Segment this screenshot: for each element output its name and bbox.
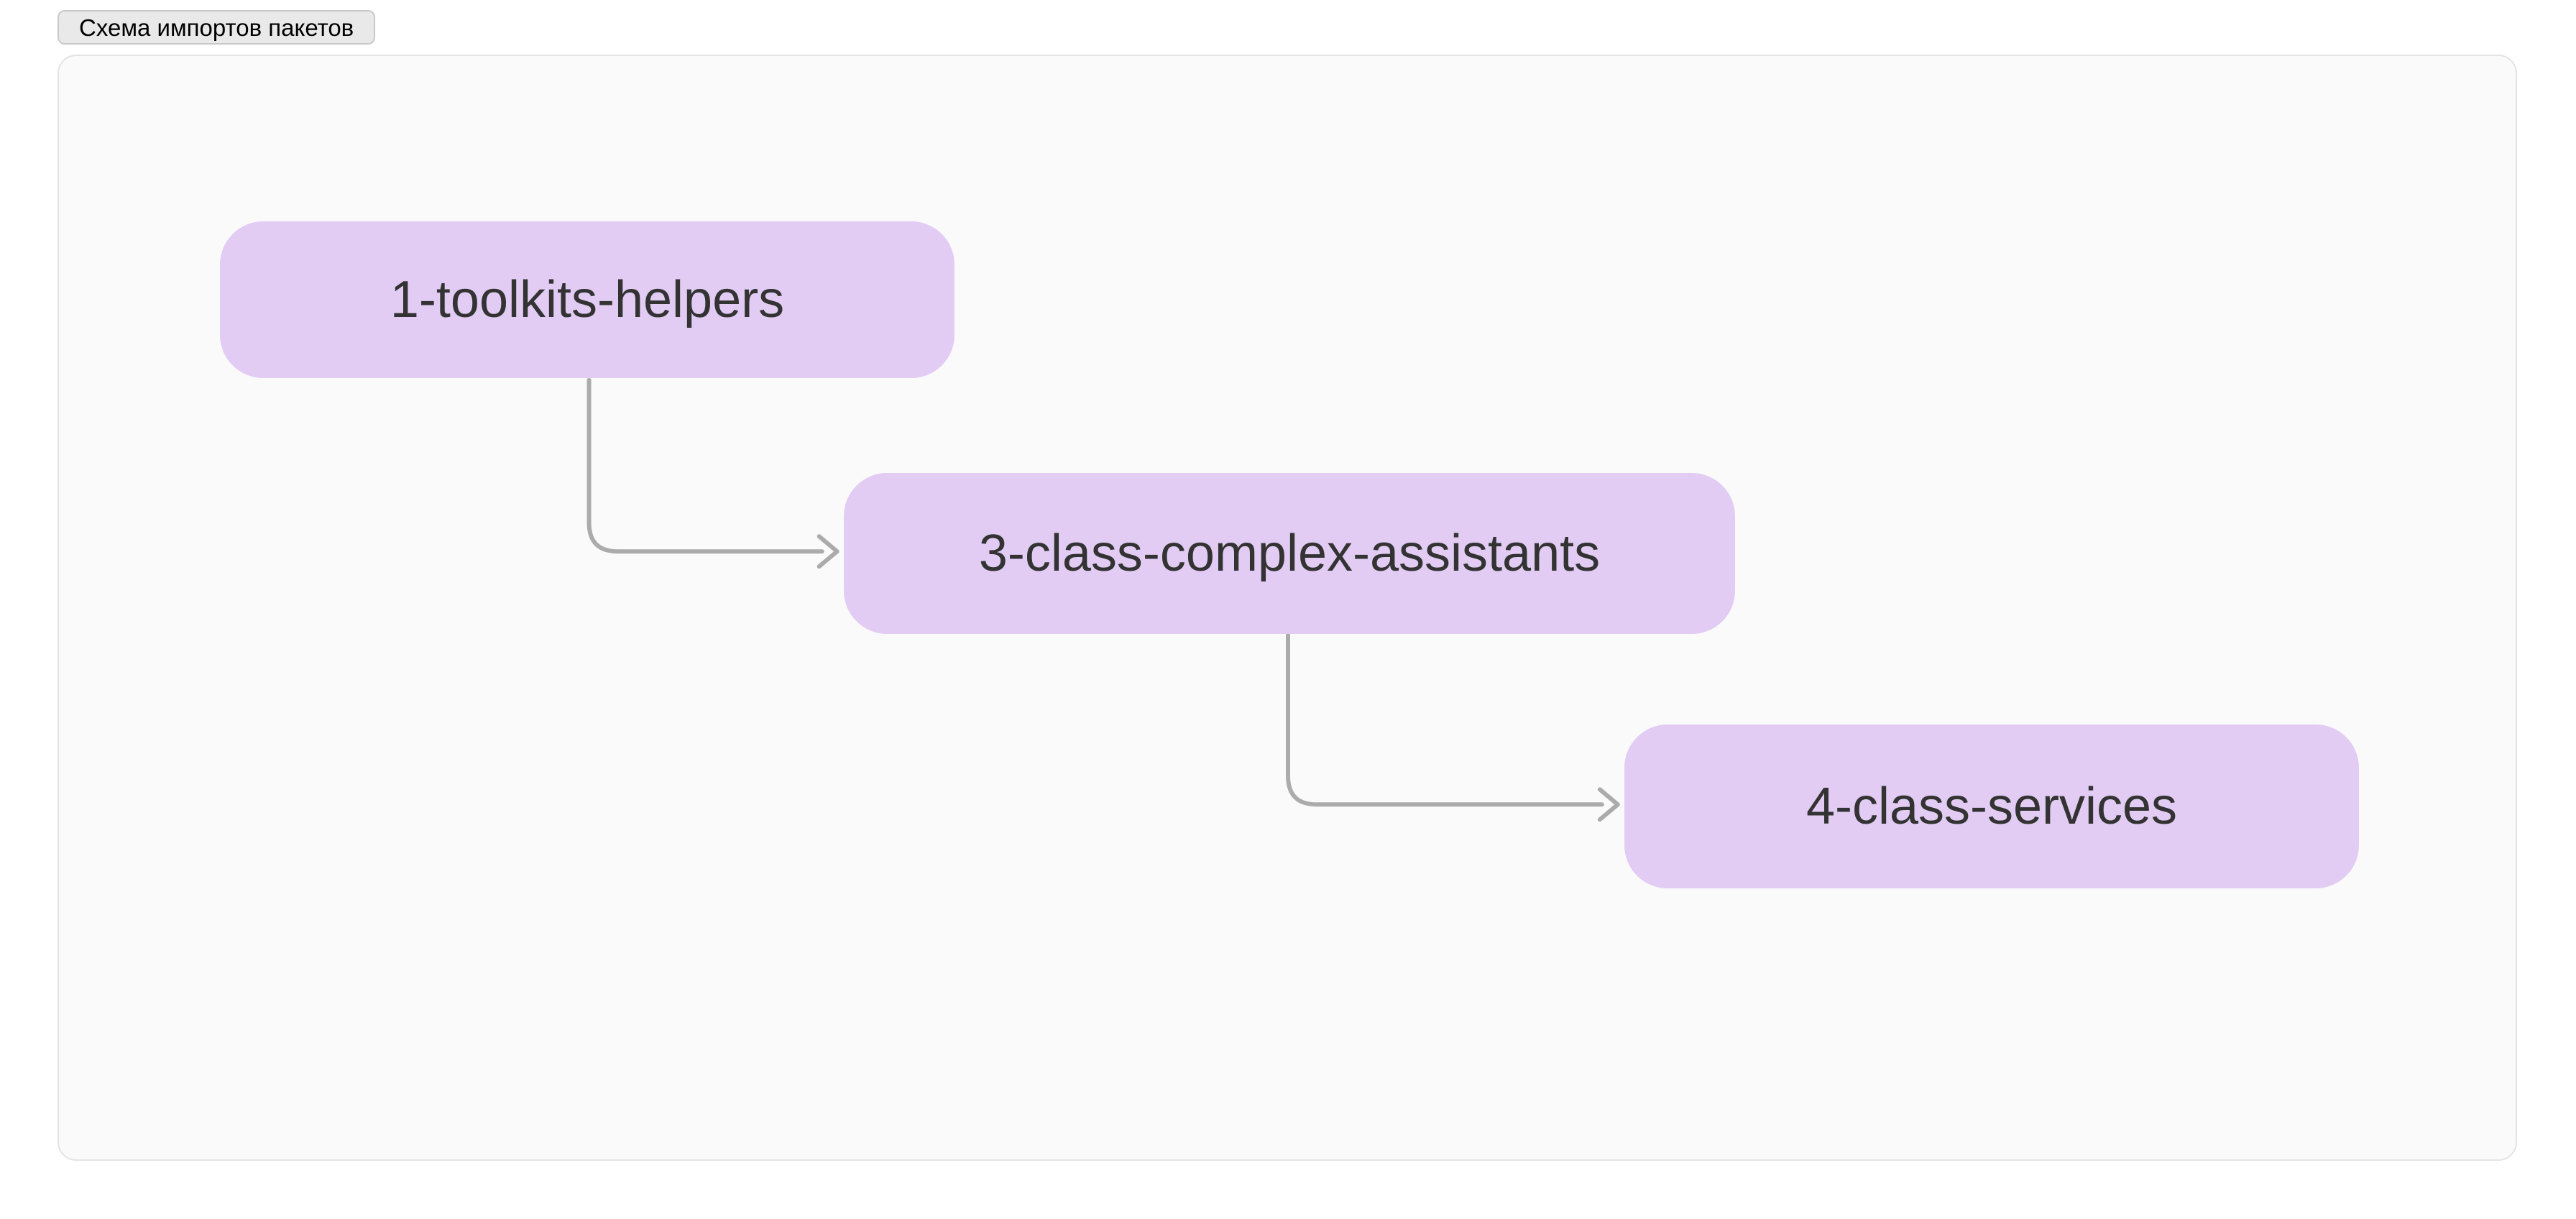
node-3-class-complex-assistants: 3-class-complex-assistants	[844, 473, 1735, 634]
node-4-class-services: 4-class-services	[1624, 724, 2359, 888]
edge-connector-1	[586, 377, 824, 554]
diagram-title-button[interactable]: Схема импортов пакетов	[58, 10, 376, 45]
edge-connector-2	[1286, 632, 1604, 807]
edge-arrowhead-2	[1597, 787, 1620, 822]
diagram-canvas: 1-toolkits-helpers 3-class-complex-assis…	[58, 55, 2517, 1161]
node-1-toolkits-helpers: 1-toolkits-helpers	[220, 221, 954, 378]
edge-arrowhead-1	[816, 534, 840, 569]
